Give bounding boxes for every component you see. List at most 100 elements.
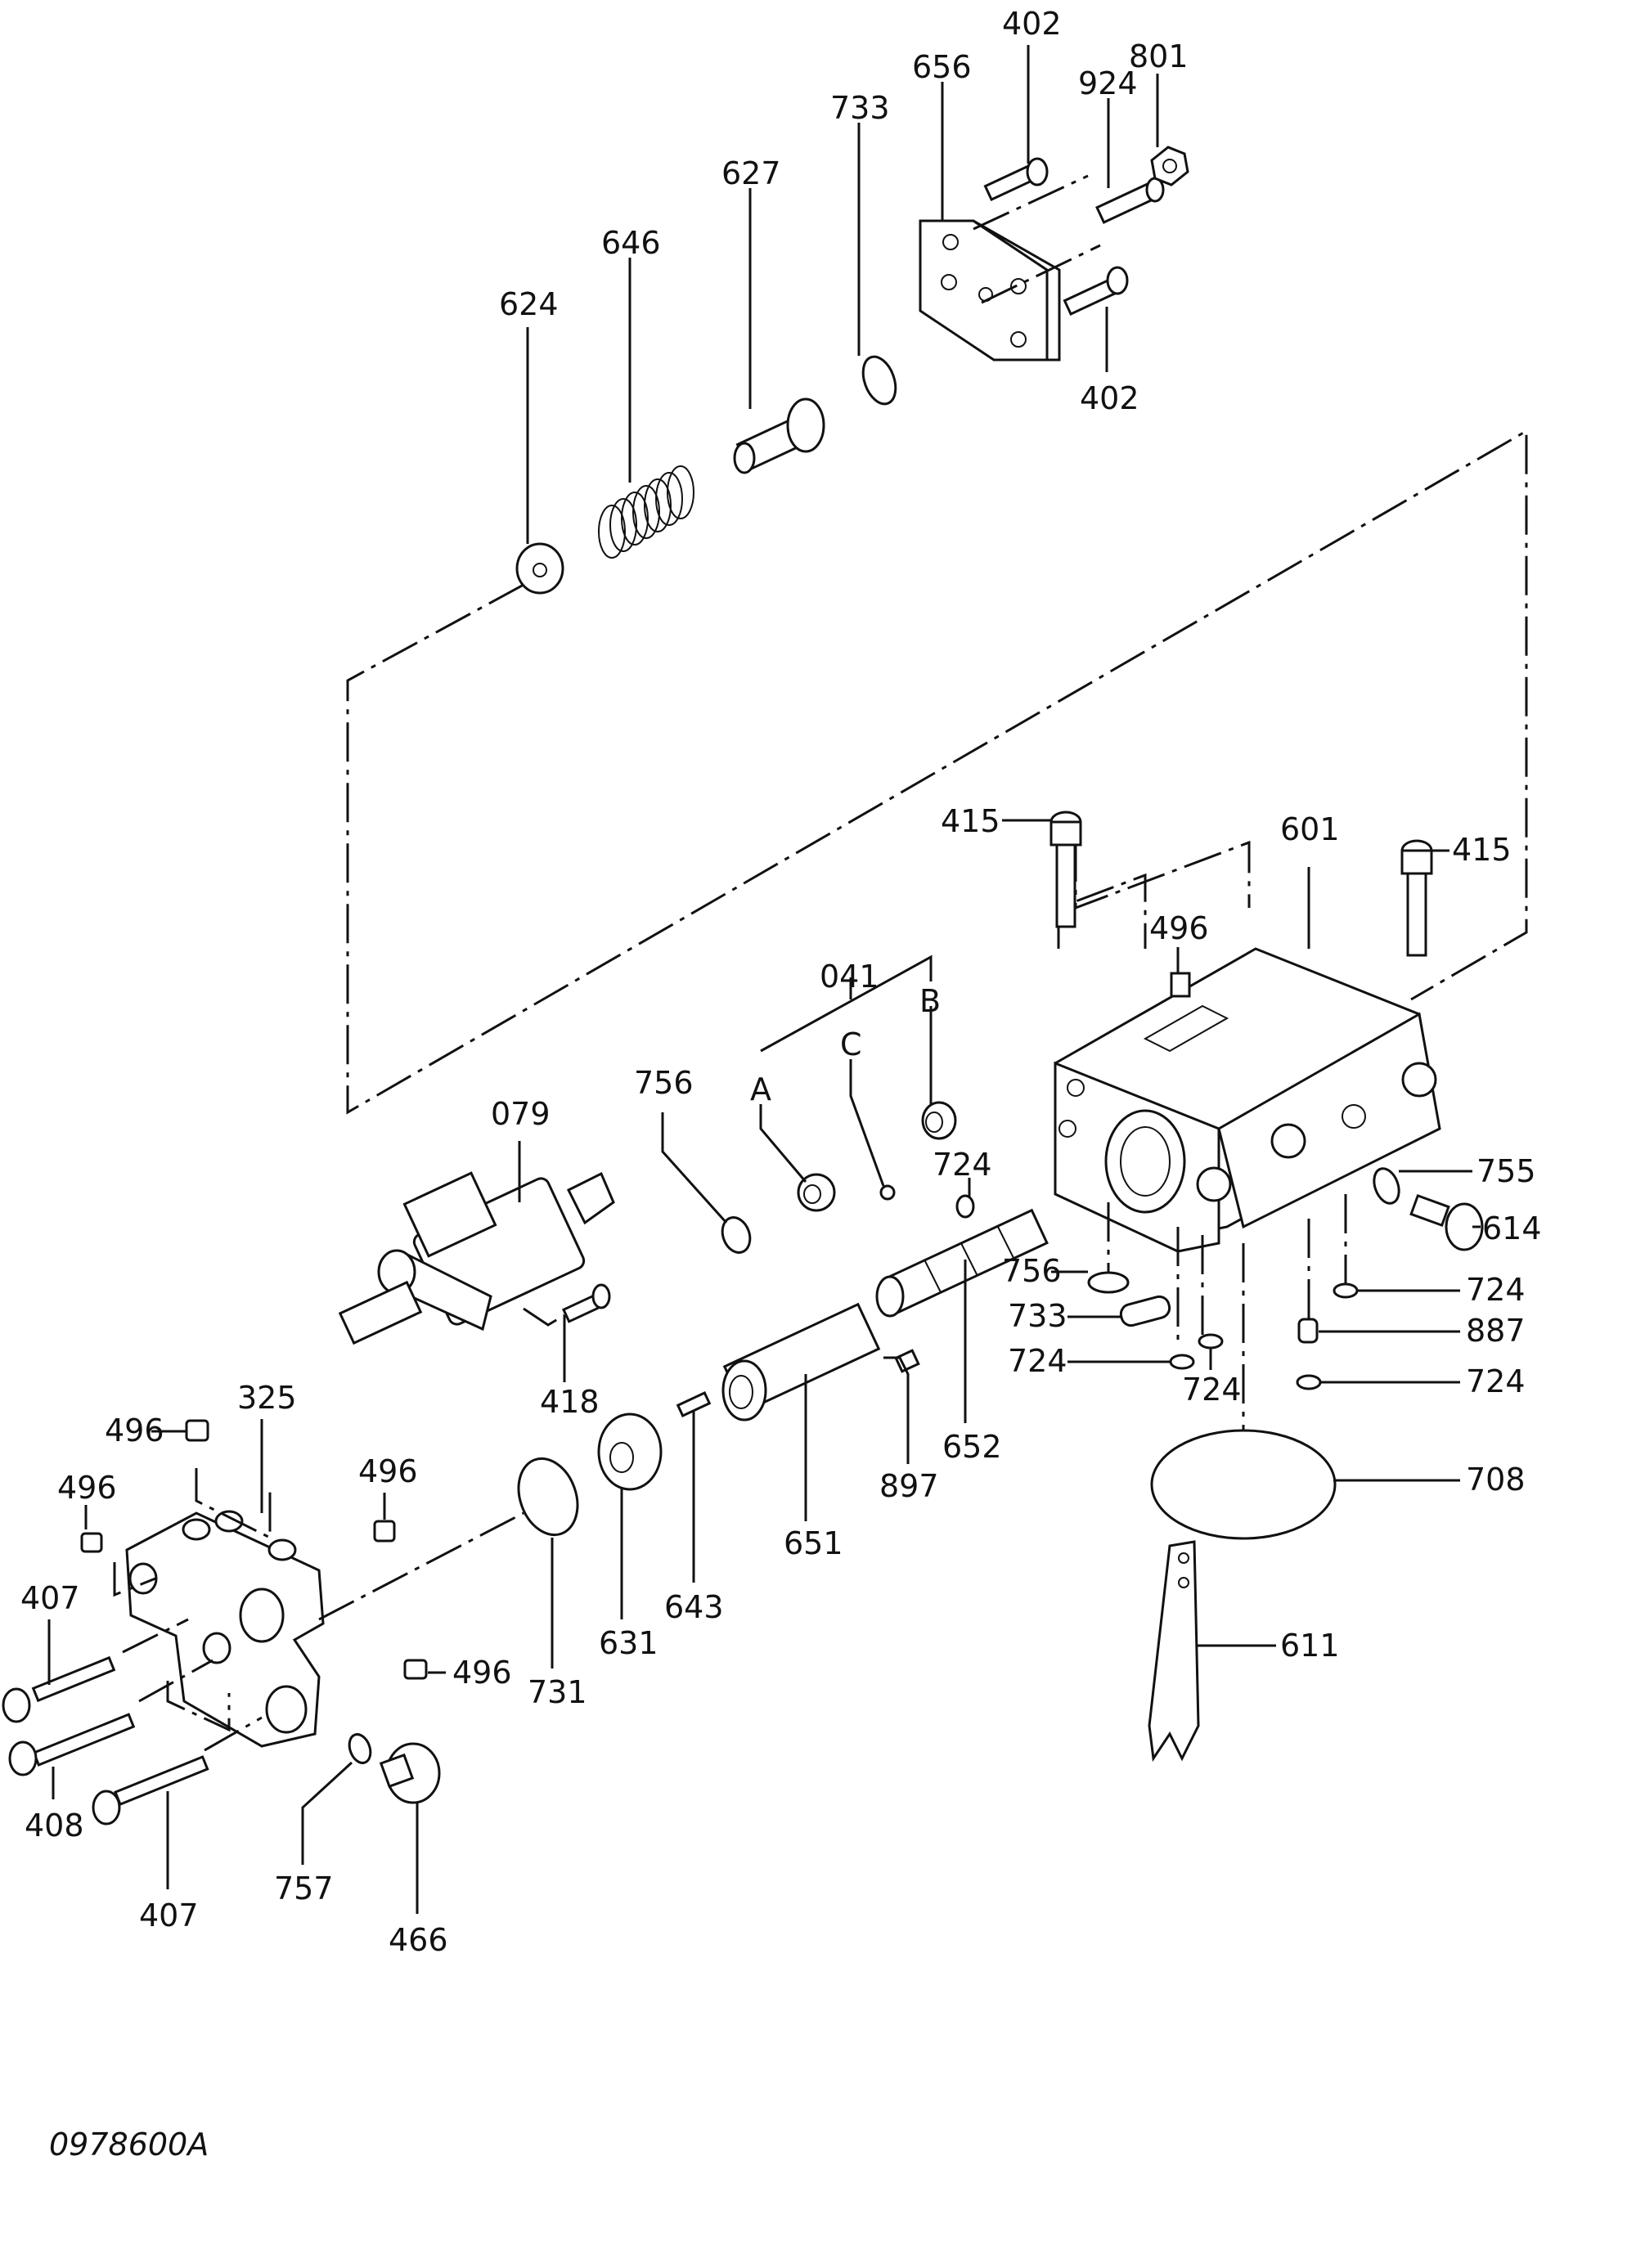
leader-lines: [47, 45, 1481, 1914]
label-755: 755: [1476, 1153, 1536, 1189]
label-708: 708: [1466, 1462, 1526, 1498]
o-ring-756-lower: [1087, 1271, 1130, 1294]
cover-plate-656: [919, 219, 1061, 362]
bolt-415-right: [1400, 839, 1433, 957]
valve-041-a: [797, 1173, 836, 1212]
guide-bolt-407-bottom: [204, 1716, 263, 1752]
label-C: C: [840, 1026, 862, 1062]
label-733-lower: 733: [1008, 1298, 1067, 1334]
guide-valve-body-2: [113, 1562, 156, 1597]
label-724-e: 724: [1466, 1363, 1526, 1399]
label-631: 631: [599, 1625, 658, 1661]
label-643: 643: [664, 1589, 724, 1625]
plug-496-c: [373, 1520, 396, 1543]
valve-041-b: [921, 1101, 957, 1140]
plug-466: [379, 1742, 441, 1804]
label-402-bottom: 402: [1080, 380, 1139, 416]
guide-valve-body-3: [166, 1681, 231, 1732]
plug-496-a: [185, 1419, 209, 1442]
bolt-402-bottom: [1063, 266, 1129, 316]
label-646: 646: [601, 225, 661, 261]
pin-643: [676, 1391, 712, 1417]
o-ring-724-d: [1198, 1333, 1224, 1350]
guide-plate-bolts: [973, 174, 1089, 231]
pin-897: [894, 1349, 920, 1373]
nut-801: [1150, 146, 1189, 186]
label-496-top: 496: [1149, 910, 1209, 946]
o-ring-755: [1373, 1167, 1400, 1205]
o-ring-757: [348, 1733, 372, 1764]
o-ring-708: [1150, 1429, 1337, 1540]
label-724-b: 724: [1466, 1272, 1526, 1308]
assembly-guide-line-cover-2: [1057, 873, 1147, 949]
plug-496-d: [403, 1659, 428, 1680]
lever-611: [1148, 1540, 1200, 1763]
label-627: 627: [721, 155, 781, 191]
ball-041-c: [879, 1184, 896, 1201]
bolt-418: [561, 1283, 611, 1323]
guide-solenoid: [523, 1307, 565, 1327]
solenoid-079: [338, 1171, 615, 1345]
label-079: 079: [491, 1096, 551, 1132]
label-611: 611: [1280, 1628, 1340, 1664]
bolt-402-top: [983, 157, 1049, 201]
assembly-guide-line-cover: [1074, 840, 1251, 910]
plug-496-top: [1170, 972, 1191, 998]
o-ring-724-c: [1169, 1354, 1195, 1370]
label-624: 624: [499, 286, 559, 322]
label-724-d: 724: [1182, 1372, 1242, 1408]
spring-646: [598, 465, 694, 559]
guide-731: [318, 1511, 524, 1621]
guide-bolt-408: [138, 1659, 213, 1703]
label-724-upper: 724: [933, 1147, 992, 1183]
label-724-c: 724: [1008, 1343, 1067, 1379]
label-897: 897: [879, 1468, 939, 1504]
stopper-631: [597, 1412, 663, 1491]
piston-627: [733, 397, 825, 474]
label-418: 418: [540, 1384, 600, 1420]
label-733-top: 733: [830, 90, 890, 126]
o-ring-733-lower: [1119, 1295, 1171, 1327]
guide-plate-stud: [981, 244, 1101, 304]
drawing-reference-number: 0978600A: [49, 2127, 209, 2162]
label-407-top: 407: [20, 1580, 80, 1616]
label-887: 887: [1466, 1313, 1526, 1349]
label-496-left: 496: [105, 1412, 164, 1448]
housing-601: [1054, 947, 1441, 1253]
label-415-right: 415: [1452, 832, 1512, 868]
label-B: B: [919, 983, 941, 1019]
pin-887: [1297, 1318, 1319, 1344]
bolt-415-left: [1049, 811, 1082, 928]
bolt-408: [8, 1713, 136, 1776]
label-402-top: 402: [1002, 6, 1062, 42]
valve-body-325: [125, 1510, 325, 1748]
label-924: 924: [1078, 65, 1138, 101]
o-ring-733-top: [861, 355, 897, 406]
label-801: 801: [1129, 38, 1189, 74]
stud-924: [1095, 177, 1165, 224]
label-601: 601: [1280, 811, 1340, 847]
plug-496-b: [80, 1532, 103, 1553]
o-ring-724-upper: [955, 1194, 975, 1219]
label-656: 656: [912, 49, 972, 85]
bolt-407-top: [2, 1655, 116, 1723]
guide-valve-body: [195, 1468, 272, 1540]
label-496-bottom: 496: [452, 1655, 512, 1691]
plug-614: [1409, 1193, 1484, 1251]
label-496-right: 496: [358, 1453, 418, 1489]
label-A: A: [750, 1071, 771, 1107]
o-ring-724-b: [1333, 1282, 1359, 1299]
label-652: 652: [942, 1429, 1002, 1465]
sleeve-651: [721, 1302, 881, 1421]
o-ring-724-e: [1296, 1374, 1322, 1390]
o-ring-756-upper: [721, 1216, 752, 1254]
label-325: 325: [237, 1380, 297, 1416]
label-651: 651: [784, 1525, 843, 1561]
label-466: 466: [389, 1922, 448, 1958]
label-614: 614: [1482, 1210, 1542, 1246]
assembly-guide-line-main: [346, 429, 1528, 1115]
seat-624: [515, 542, 564, 595]
label-496-far-left: 496: [57, 1470, 117, 1506]
bolt-407-bottom: [92, 1755, 209, 1826]
